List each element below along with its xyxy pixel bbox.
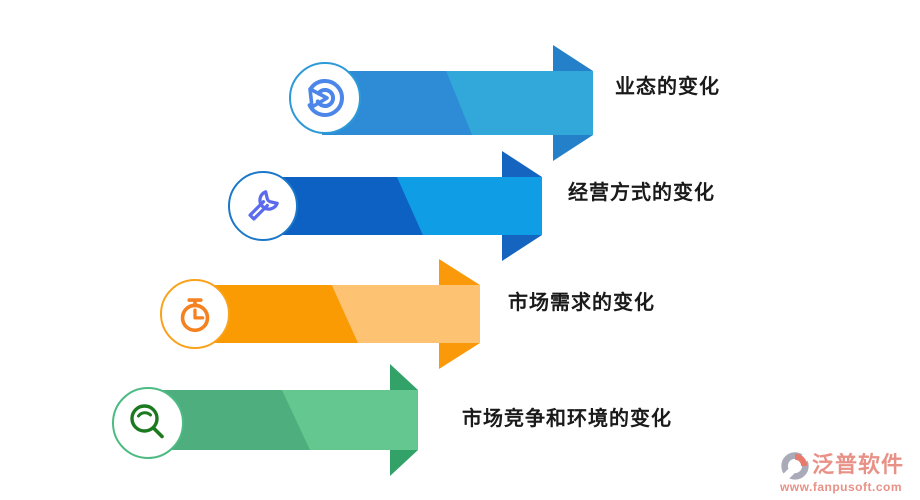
pie-chart-icon	[307, 79, 344, 117]
arrow-head-bottom	[390, 450, 418, 476]
brand-name: 泛普软件	[811, 452, 904, 477]
arrow-band-light-segment	[281, 390, 418, 450]
arrow-head-top	[439, 259, 480, 285]
icon-circle	[228, 171, 298, 241]
arrow-label: 市场需求的变化	[508, 292, 655, 314]
arrow-band	[195, 259, 480, 369]
arrow-head-top	[502, 151, 542, 177]
arrow-band-light-segment	[331, 285, 480, 343]
arrow-head-top	[553, 45, 593, 71]
arrow-head-bottom	[502, 235, 542, 261]
magnifier-icon	[130, 404, 164, 439]
arrow-label: 经营方式的变化	[568, 182, 715, 204]
arrow-band-light-segment	[396, 177, 542, 235]
fanpu-logo-icon	[779, 450, 812, 482]
arrow-head-top	[390, 364, 418, 390]
icon-circle	[160, 279, 230, 349]
arrow-label: 业态的变化	[615, 76, 720, 98]
wrench-icon	[248, 190, 279, 221]
arrow-head-bottom	[439, 343, 480, 369]
brand-watermark: 泛普软件 www.fanpusoft.com	[778, 448, 904, 494]
brand-url: www.fanpusoft.com	[779, 480, 903, 494]
icon-circle	[112, 387, 184, 459]
arrow-band-light-segment	[446, 71, 593, 135]
arrow-band	[148, 364, 418, 476]
arrow-band	[322, 45, 593, 161]
arrow-label: 市场竞争和环境的变化	[462, 408, 672, 430]
icon-circle	[289, 62, 361, 134]
stopwatch-icon	[180, 298, 210, 333]
arrow-head-bottom	[553, 135, 593, 161]
arrow-band	[263, 151, 542, 261]
